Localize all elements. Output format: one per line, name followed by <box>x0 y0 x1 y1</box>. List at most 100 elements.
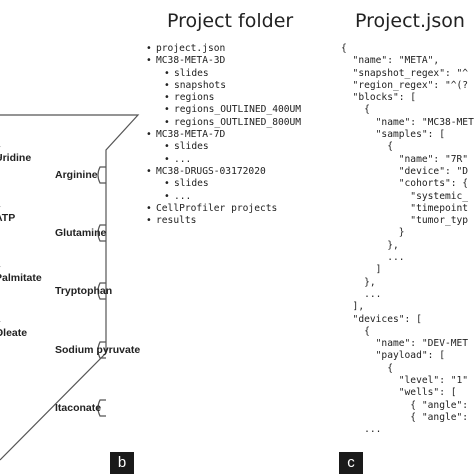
tree-item: • slides <box>146 68 301 80</box>
json-line: "systemic_ <box>341 190 469 202</box>
json-line: "name": "MC38-MET <box>341 116 474 128</box>
project-json-title: Project.json <box>355 10 465 32</box>
tree-item-label: regions_OUTLINED_800UM <box>174 116 302 128</box>
bullet-icon: • <box>164 79 170 91</box>
bullet-icon: • <box>146 43 152 54</box>
json-line: }, <box>341 239 399 251</box>
right-well-label: Arginine <box>55 169 98 181</box>
json-line: ... <box>341 424 382 436</box>
tree-item: • project.json <box>146 43 301 55</box>
tree-item: • results <box>146 215 301 227</box>
right-well-label: Itaconate <box>55 402 102 414</box>
json-line: ] <box>341 264 382 276</box>
tree-item-label: regions_OUTLINED_400UM <box>174 104 302 116</box>
json-line: } <box>341 227 405 239</box>
json-line: "samples": [ <box>341 129 445 141</box>
bullet-icon: • <box>164 190 170 202</box>
json-line: "timepoint <box>341 202 469 214</box>
json-line: ], <box>341 301 365 313</box>
json-line: ... <box>341 288 382 300</box>
json-line: { <box>341 362 393 374</box>
project-folder-title: Project folder <box>167 10 294 32</box>
json-line: "name": "DEV-MET <box>341 338 469 350</box>
tree-item: • regions_OUTLINED_800UM <box>146 117 301 129</box>
right-notch <box>97 166 106 184</box>
left-well-label: Uridine <box>0 152 32 164</box>
bullet-icon: • <box>146 129 152 141</box>
json-line: { <box>341 141 393 153</box>
json-line: "cohorts": { <box>341 178 469 190</box>
tree-item: • slides <box>146 141 301 153</box>
json-line: "payload": [ <box>341 350 445 362</box>
json-line: "level": "1" <box>341 375 469 387</box>
tree-item-label: MC38-META-3D <box>156 55 226 67</box>
json-line: "region_regex": "^(? <box>341 79 469 91</box>
tree-item: • MC38-META-7D <box>146 129 301 141</box>
json-line: "device": "D <box>341 165 469 177</box>
tree-item-label: MC38-DRUGS-03172020 <box>156 165 266 177</box>
tree-item-label: snapshots <box>174 79 226 91</box>
tree-item: •... <box>146 154 301 166</box>
right-notch <box>97 282 106 300</box>
right-notch <box>97 341 106 359</box>
tree-item-label: ... <box>174 153 192 165</box>
right-notch <box>97 399 106 417</box>
right-notch <box>97 224 106 242</box>
tree-item-label: slides <box>174 141 209 153</box>
bullet-icon: • <box>146 165 152 177</box>
tree-item: • snapshots <box>146 80 301 92</box>
json-line: "snapshot_regex": "^ <box>341 67 469 79</box>
left-well-label: ATP <box>0 212 16 224</box>
json-line: { <box>341 325 370 337</box>
tree-item-label: ... <box>174 190 192 202</box>
bullet-icon: • <box>146 55 152 67</box>
project-json-code: { "name": "META", "snapshot_regex": "^ "… <box>341 43 474 437</box>
tree-item: • MC38-DRUGS-03172020 <box>146 166 301 178</box>
json-line: "devices": [ <box>341 313 422 325</box>
bullet-icon: • <box>164 92 170 104</box>
right-well-label: Sodium pyruvate <box>55 344 141 356</box>
json-line: { "angle": <box>341 399 474 411</box>
device-outline <box>0 114 140 461</box>
tree-item-label: slides <box>174 67 209 79</box>
bullet-icon: • <box>164 141 170 153</box>
json-line: { "angle": <box>341 411 474 423</box>
bullet-icon: • <box>164 67 170 79</box>
json-line: { <box>341 104 370 116</box>
project-folder-tree: •project.json•MC38-META-3D•slides•snapsh… <box>146 43 301 227</box>
tree-item: • regions <box>146 92 301 104</box>
right-well-label: Glutamine <box>55 227 107 239</box>
json-line: }, <box>341 276 376 288</box>
panel-c-tag: c <box>339 452 363 474</box>
tree-item: • CellProfiler projects <box>146 203 301 215</box>
tree-item-label: project.json <box>156 43 226 54</box>
right-well-notches <box>97 166 106 417</box>
json-line: "name": "7R" <box>341 153 469 165</box>
bullet-icon: • <box>164 178 170 190</box>
tree-item-label: results <box>156 215 197 227</box>
tree-item-label: CellProfiler projects <box>156 202 278 214</box>
tree-item: • slides <box>146 178 301 190</box>
right-well-label: Tryptophan <box>55 285 113 297</box>
bullet-icon: • <box>146 202 152 214</box>
left-well-label: Oleate <box>0 327 28 339</box>
json-line: { <box>341 43 347 54</box>
tree-item-label: regions <box>174 92 215 104</box>
json-line: "blocks": [ <box>341 92 417 104</box>
tree-item: •... <box>146 191 301 203</box>
tree-item-label: slides <box>174 178 209 190</box>
tree-item: • MC38-META-3D <box>146 55 301 67</box>
json-line: "tumor_typ <box>341 215 469 227</box>
bullet-icon: • <box>164 116 170 128</box>
bullet-icon: • <box>146 215 152 227</box>
panel-b-tag: b <box>110 452 134 474</box>
tree-item: • regions_OUTLINED_400UM <box>146 104 301 116</box>
tree-item-label: MC38-META-7D <box>156 129 226 141</box>
json-line: "wells": [ <box>341 387 457 399</box>
json-line: "name": "META", <box>341 55 440 67</box>
bullet-icon: • <box>164 104 170 116</box>
bullet-icon: • <box>164 153 170 165</box>
json-line: ... <box>341 252 405 264</box>
